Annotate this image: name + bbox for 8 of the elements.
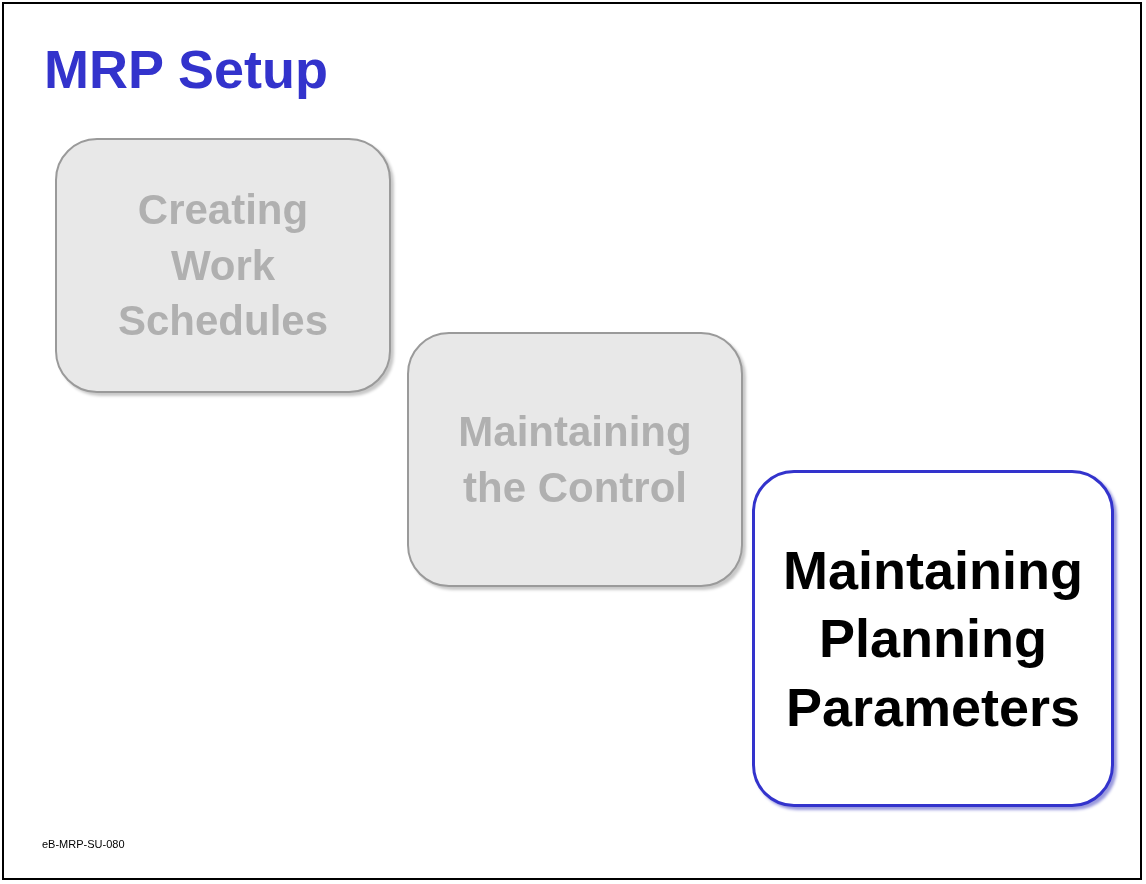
- slide-title: MRP Setup: [44, 40, 329, 100]
- step-label: Creating Work Schedules: [116, 184, 330, 347]
- step-label: Maintaining the Control: [457, 406, 693, 513]
- step-box: [407, 332, 743, 587]
- step-box: [752, 470, 1114, 807]
- slide-code: eB-MRP-SU-080: [42, 838, 125, 850]
- step-label: Maintaining Planning Parameters: [782, 538, 1084, 739]
- step-box: [55, 138, 391, 393]
